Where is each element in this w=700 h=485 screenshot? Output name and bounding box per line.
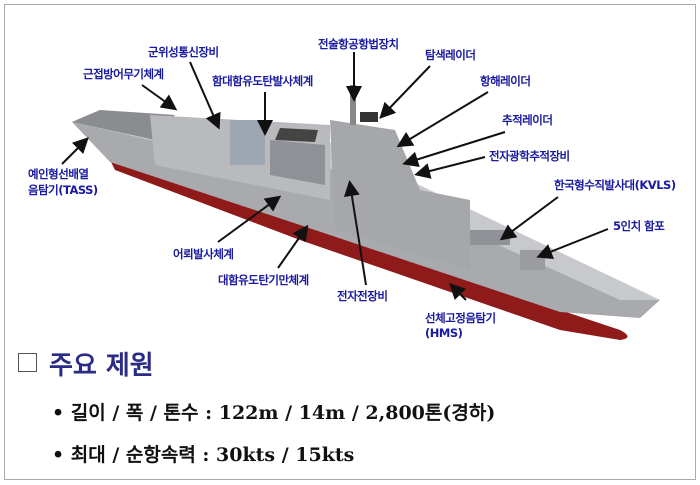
main-mast xyxy=(330,120,470,270)
figure-frame xyxy=(4,4,696,480)
specs-heading: 주요 제원 xyxy=(18,345,154,382)
spec-dimensions: • 길이 / 폭 / 톤수 : 122m / 14m / 2,800톤(경하) xyxy=(52,402,496,424)
label-hms-2: (HMS) xyxy=(425,326,463,340)
arrow-nav-radar xyxy=(396,91,489,148)
label-satcom: 군위성통신장비 xyxy=(148,45,219,59)
arrow-decoy xyxy=(277,224,309,269)
flight-deck xyxy=(72,110,175,140)
label-torpedo: 어뢰발사체계 xyxy=(173,247,234,261)
arrow-tass xyxy=(61,137,89,165)
arrow-torpedo xyxy=(217,195,282,243)
arrow-hms xyxy=(449,283,467,301)
label-nav-radar: 항해레이더 xyxy=(480,74,531,88)
spec-speed: • 최대 / 순항속력 : 30kts / 15kts xyxy=(52,444,355,466)
label-ew: 전자전장비 xyxy=(337,289,388,303)
arrow-kvls xyxy=(499,196,559,241)
arrow-tracking-radar xyxy=(402,131,506,168)
arrow-eo xyxy=(414,156,486,179)
label-eo-tracking: 전자광학추적장비 xyxy=(489,149,570,163)
label-gun: 5인치 함포 xyxy=(613,219,665,233)
specs-heading-text: 주요 제원 xyxy=(49,351,154,381)
label-tracking-radar: 추적레이더 xyxy=(502,113,553,127)
arrow-ew xyxy=(343,180,367,286)
square-bullet-icon xyxy=(18,353,37,372)
label-ssm-launcher: 함대함유도탄발사체계 xyxy=(212,74,313,88)
label-tass-2: 음탐기(TASS) xyxy=(28,183,98,197)
hull-red-waterline xyxy=(110,160,628,340)
label-kvls: 한국형수직발사대(KVLS) xyxy=(554,178,676,192)
arrow-gun xyxy=(536,228,609,260)
label-ciws: 근접방어무기체계 xyxy=(83,67,164,81)
arrow-ciws xyxy=(141,84,178,111)
label-search-radar: 탐색레이더 xyxy=(425,48,476,62)
label-tactical-air-nav: 전술항공항법장치 xyxy=(318,37,399,51)
arrow-search-radar xyxy=(379,65,431,119)
label-decoy: 대함유도탄기만체계 xyxy=(218,273,309,287)
label-tass-1: 예인형선배열 xyxy=(28,167,89,181)
label-hms-1: 선체고정음탐기 xyxy=(425,311,496,325)
arrow-satcom xyxy=(189,61,221,130)
